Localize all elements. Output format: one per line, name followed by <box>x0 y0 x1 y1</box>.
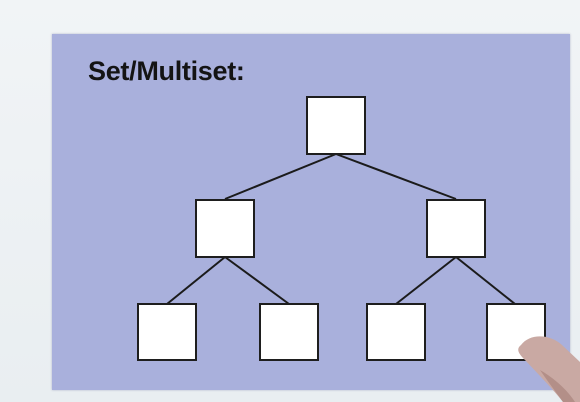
tree-node-right-left <box>366 303 426 361</box>
edge-root-right <box>335 153 457 200</box>
tree-node-left-left <box>137 303 197 361</box>
edge-left-left-left <box>166 256 226 305</box>
edge-right-right-left <box>395 256 457 305</box>
edge-left-left-right <box>224 256 290 305</box>
pointing-hand <box>518 336 580 402</box>
tree-nodes <box>137 96 546 361</box>
edge-right-right-right <box>455 256 516 305</box>
tree-node-right <box>426 199 486 258</box>
tree-edges <box>166 153 516 305</box>
edge-root-left <box>224 153 337 200</box>
slide-title: Set/Multiset: <box>88 56 245 86</box>
tree-node-left <box>195 199 255 258</box>
tree-node-root <box>306 96 366 155</box>
tree-node-left-right <box>259 303 319 361</box>
